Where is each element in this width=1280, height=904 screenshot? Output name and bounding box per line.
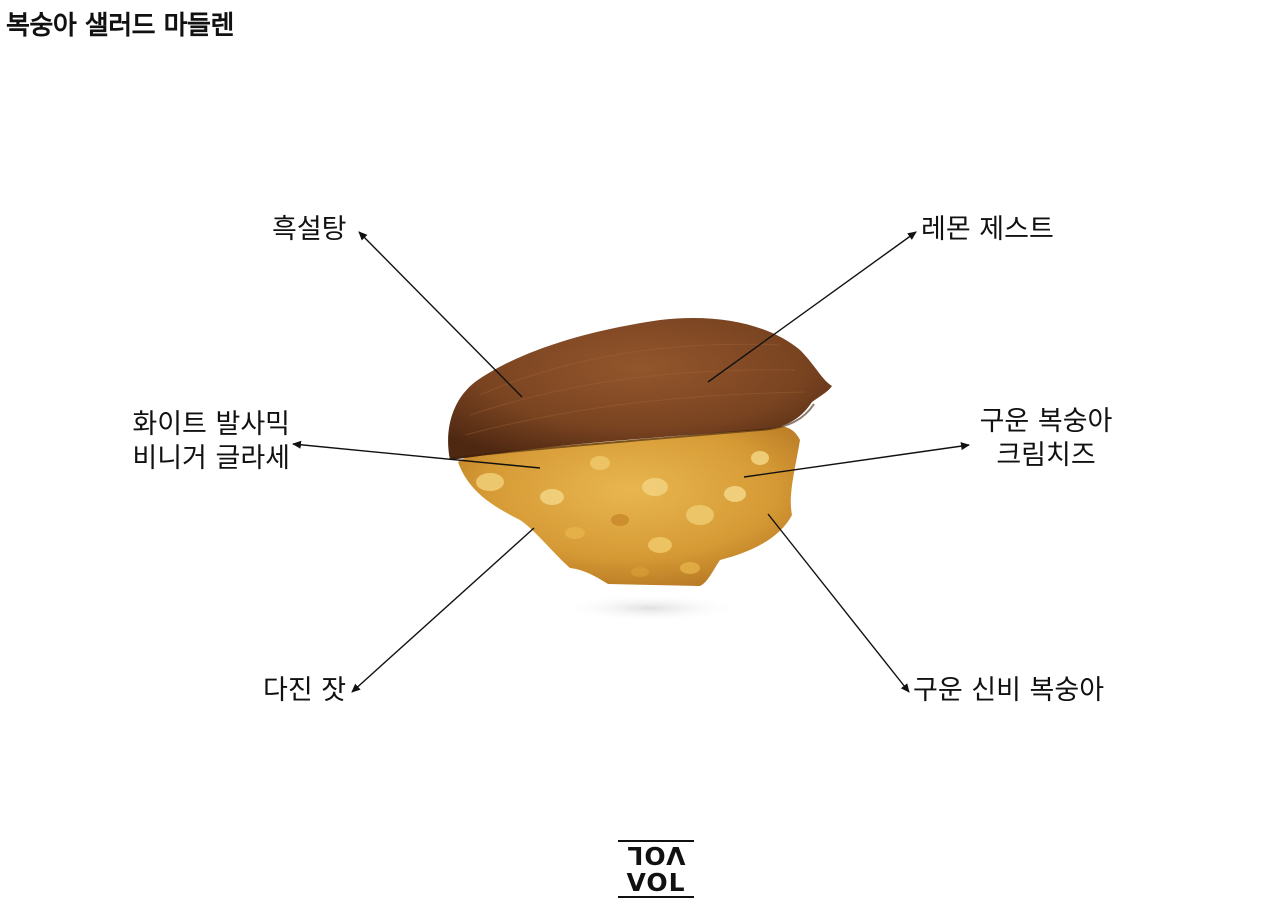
arrow-balsamic [292,440,541,469]
arrow-lemon-zest [707,231,917,383]
logo-bottom-text: VOL [618,870,694,898]
label-balsamic-line2: 비니거 글라세 [132,443,290,474]
label-peach-cream-cheese: 구운 복숭아 크림치즈 [970,405,1122,473]
arrows [292,231,970,693]
crust-rim [451,403,815,459]
label-pine-nut: 다진 잣 [263,675,347,706]
arrow-pine-nut [351,527,535,693]
label-lemon-zest: 레몬 제스트 [921,214,1054,245]
label-mystery-peach: 구운 신비 복숭아 [913,675,1105,706]
arrow-mystery-peach [767,513,910,693]
label-white-balsamic-glaze: 화이트 발사믹 비니거 글라세 [110,408,290,476]
logo-top-text: VOL [618,840,694,870]
vol-logo: VOL VOL [618,838,694,900]
madeleine-filling [458,425,800,586]
madeleine-crust [448,318,832,460]
label-cream-cheese-line2: 크림치즈 [996,440,1096,471]
filling-chunks [476,451,769,577]
crust-texture [464,343,806,436]
madeleine-shadow [560,594,740,622]
page-title: 복숭아 샐러드 마들렌 [6,11,234,41]
label-balsamic-line1: 화이트 발사믹 [132,409,290,440]
label-cream-cheese-line1: 구운 복숭아 [979,406,1113,437]
arrow-brown-sugar [358,231,523,398]
label-brown-sugar: 흑설탕 [272,214,347,245]
arrow-cream-cheese [743,442,970,478]
